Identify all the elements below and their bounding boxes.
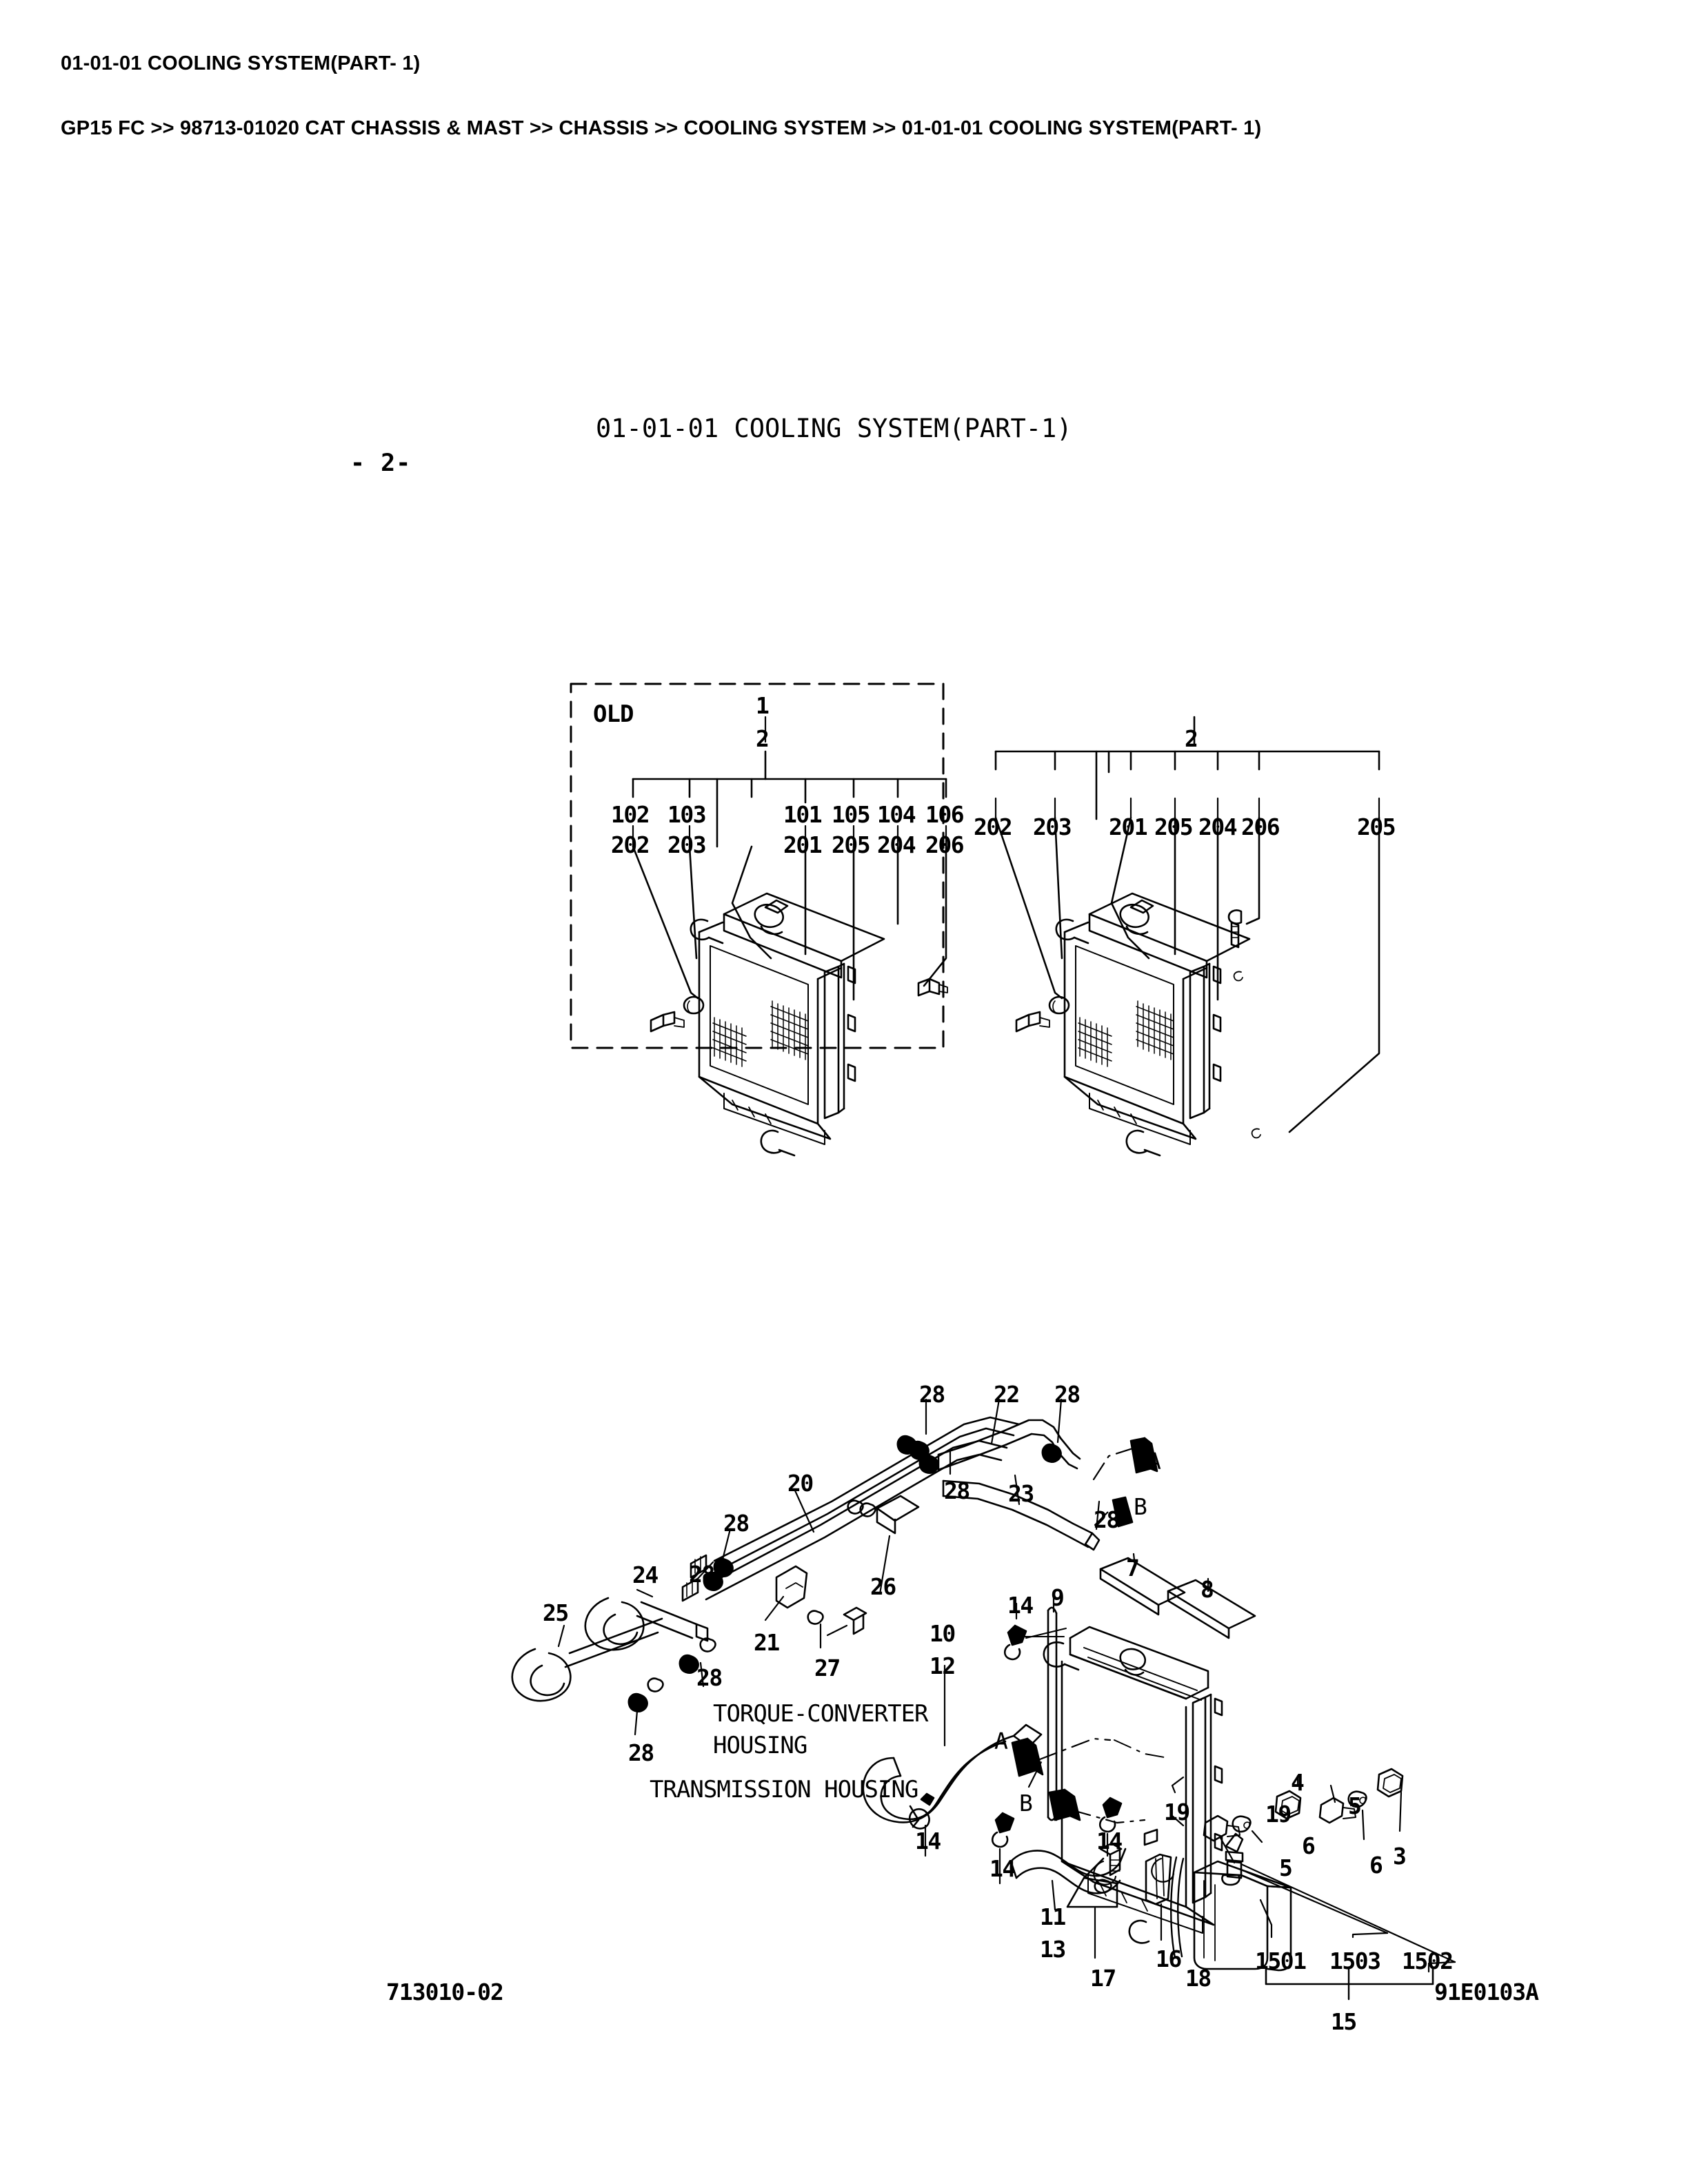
callout-old-201: 201: [783, 831, 823, 858]
callout-4: 4: [1291, 1769, 1305, 1796]
callout-17: 17: [1090, 1965, 1116, 1992]
callout-new-205b: 205: [1357, 813, 1396, 840]
callout-12: 12: [930, 1652, 956, 1679]
callout-24: 24: [632, 1561, 659, 1588]
drawing-sheet: - 2- 01-01-01 COOLING SYSTEM(PART-1) 713…: [0, 207, 1688, 2068]
callout-23: 23: [1008, 1480, 1034, 1507]
callout-old-105: 105: [832, 801, 871, 828]
page-title: 01-01-01 COOLING SYSTEM(PART- 1): [61, 52, 421, 74]
callout-old-204: 204: [877, 831, 916, 858]
callout-new-203: 203: [1033, 813, 1072, 840]
section-mark-a-lower: A: [994, 1728, 1008, 1755]
callout-22: 22: [994, 1381, 1020, 1408]
section-mark-a-upper: A: [1147, 1448, 1161, 1475]
callout-28: 28: [689, 1561, 715, 1588]
sheet-page-number: - 2-: [350, 449, 412, 477]
callout-6: 6: [1302, 1832, 1316, 1859]
callout-14: 14: [1096, 1828, 1123, 1854]
callout-1501: 1501: [1255, 1948, 1307, 1974]
callout-9: 9: [1051, 1584, 1065, 1611]
callout-25: 25: [543, 1599, 569, 1626]
callout-13: 13: [1040, 1936, 1066, 1963]
sheet-title: 01-01-01 COOLING SYSTEM(PART-1): [596, 414, 1072, 443]
section-mark-b-upper: B: [1134, 1493, 1147, 1520]
callout-old-103: 103: [667, 801, 707, 828]
callout-28: 28: [919, 1381, 945, 1408]
callout-3: 3: [1393, 1843, 1407, 1870]
callout-old-1: 1: [756, 692, 770, 719]
callout-6: 6: [1369, 1852, 1383, 1879]
callout-14: 14: [1007, 1592, 1034, 1619]
note-housing: HOUSING: [713, 1732, 807, 1759]
callout-27: 27: [814, 1655, 841, 1681]
callout-21: 21: [754, 1629, 780, 1656]
footer-sheet-code: 91E0103A: [1434, 1979, 1539, 2005]
section-mark-b-lower: B: [1019, 1790, 1033, 1817]
breadcrumb: GP15 FC >> 98713-01020 CAT CHASSIS & MAS…: [61, 117, 1262, 139]
callout-new-204: 204: [1198, 813, 1238, 840]
callout-28: 28: [1054, 1381, 1081, 1408]
callout-old-101: 101: [783, 801, 823, 828]
note-torque-converter: TORQUE-CONVERTER: [713, 1700, 929, 1728]
technical-illustration: [0, 207, 1688, 2068]
callout-old-206: 206: [925, 831, 965, 858]
callout-14: 14: [989, 1855, 1016, 1882]
callout-14: 14: [915, 1828, 941, 1854]
callout-old-104: 104: [877, 801, 916, 828]
callout-28: 28: [628, 1739, 654, 1766]
note-transmission-housing: TRANSMISSION HOUSING: [650, 1776, 918, 1803]
callout-old-106: 106: [925, 801, 965, 828]
callout-5: 5: [1348, 1792, 1362, 1819]
callout-new-202: 202: [974, 813, 1013, 840]
callout-7: 7: [1126, 1555, 1140, 1581]
callout-old-202: 202: [611, 831, 650, 858]
callout-1503: 1503: [1329, 1948, 1381, 1974]
callout-10: 10: [930, 1620, 956, 1647]
callout-old-203: 203: [667, 831, 707, 858]
callout-19: 19: [1265, 1801, 1292, 1828]
callout-20: 20: [787, 1470, 814, 1497]
callout-new-205: 205: [1154, 813, 1194, 840]
callout-old-205: 205: [832, 831, 871, 858]
callout-19: 19: [1164, 1799, 1190, 1826]
callout-old-102: 102: [611, 801, 650, 828]
callout-15: 15: [1331, 2008, 1357, 2035]
callout-new-206: 206: [1241, 813, 1280, 840]
callout-new-201: 201: [1109, 813, 1148, 840]
callout-28: 28: [723, 1510, 750, 1537]
callout-5: 5: [1279, 1854, 1293, 1881]
callout-26: 26: [870, 1573, 896, 1600]
callout-18: 18: [1185, 1965, 1212, 1992]
callout-new-2: 2: [1185, 725, 1198, 752]
footer-drawing-number: 713010-02: [386, 1979, 504, 2005]
old-group-label: OLD: [593, 700, 634, 728]
callout-old-2: 2: [756, 725, 770, 752]
callout-8: 8: [1200, 1576, 1214, 1603]
callout-11: 11: [1040, 1903, 1066, 1930]
callout-1502: 1502: [1402, 1948, 1454, 1974]
callout-16: 16: [1156, 1945, 1182, 1972]
callout-28: 28: [696, 1664, 723, 1691]
callout-28: 28: [944, 1477, 970, 1504]
callout-28: 28: [1094, 1506, 1120, 1533]
